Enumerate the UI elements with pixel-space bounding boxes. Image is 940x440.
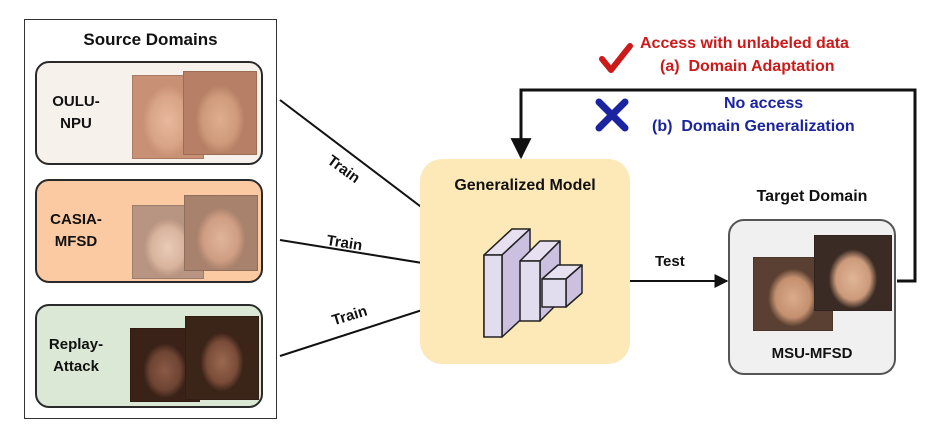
model-cube-icon	[483, 228, 583, 338]
test-label: Test	[655, 253, 685, 270]
target-domain-box: MSU-MFSD	[728, 219, 896, 375]
generalization-line1: No access	[724, 95, 804, 112]
face-image-oulu-2	[183, 71, 257, 155]
source-domains-title: Source Domains	[83, 30, 218, 49]
target-domain-label: MSU-MFSD	[771, 345, 853, 362]
check-icon	[599, 43, 633, 73]
face-image-replay-2	[185, 316, 259, 400]
domain-label-casia-mfsd: CASIA- MFSD	[37, 209, 115, 253]
domain-label-line1: OULU-	[52, 93, 100, 110]
generalized-model-title: Generalized Model	[454, 177, 596, 194]
cross-icon	[595, 98, 629, 132]
domain-label-line2: Attack	[53, 358, 99, 375]
generalization-line2: (b) Domain Generalization	[652, 118, 855, 135]
adaptation-line1: Access with unlabeled data	[640, 35, 849, 52]
face-image-casia-2	[184, 195, 258, 271]
domain-label-oulu-npu: OULU- NPU	[37, 91, 115, 135]
domain-box-replay-attack: Replay- Attack	[35, 304, 263, 408]
domain-label-line1: CASIA-	[50, 211, 102, 228]
domain-box-casia-mfsd: CASIA- MFSD	[35, 179, 263, 283]
face-image-msu-2	[814, 235, 892, 311]
target-domain-title: Target Domain	[756, 188, 868, 205]
feedback-arrow	[510, 88, 917, 283]
adaptation-line2: (a) Domain Adaptation	[660, 58, 835, 75]
domain-label-line1: Replay-	[48, 336, 104, 353]
domain-label-line2: NPU	[60, 115, 92, 132]
domain-label-line2: MFSD	[54, 233, 98, 250]
domain-box-oulu-npu: OULU- NPU	[35, 61, 263, 165]
domain-label-replay-attack: Replay- Attack	[37, 334, 115, 378]
source-domains-panel: Source Domains OULU- NPU CASIA- MFSD Rep…	[24, 19, 277, 419]
